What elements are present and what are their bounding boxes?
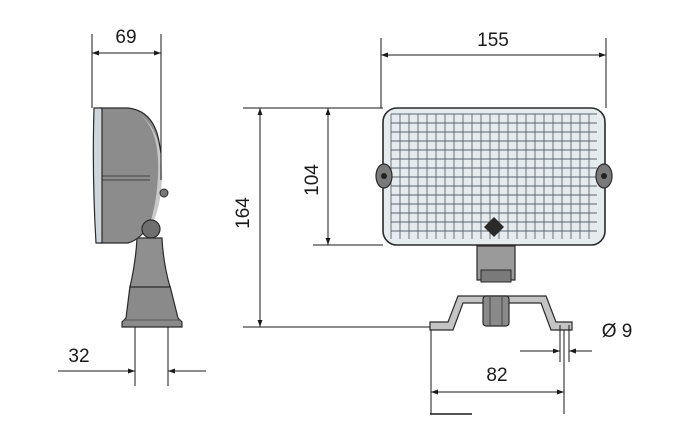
front-nut [482,295,510,327]
dim-69-label: 69 [115,27,136,48]
front-emblem [484,217,504,237]
dim-155-label: 155 [477,30,509,51]
side-stem [129,237,171,288]
dim-104-label: 104 [302,164,323,196]
dim-dia9-label: Ø 9 [602,321,633,342]
front-lens-grid [390,113,597,239]
side-base [121,285,183,328]
side-lens-rim [92,107,103,244]
side-view: 69 32 [58,27,206,386]
dim-32-label: 32 [68,346,89,367]
side-pivot-knob [141,219,161,239]
dim-82-label: 82 [486,365,507,386]
dim-164-label: 164 [233,197,254,229]
front-view: 155 164 104 82 Ø 9 [233,30,633,415]
side-housing-highlight [140,115,162,232]
